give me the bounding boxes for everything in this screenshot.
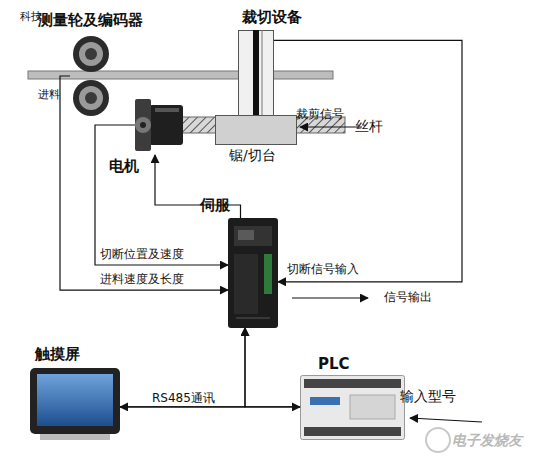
watermark-text: 科技: [20, 10, 42, 23]
signal-connector: [120, 406, 300, 407]
signal-connector: [60, 76, 228, 290]
encoder-wheels: 测量轮及编码器: [70, 35, 112, 117]
signal-name: 输入型号: [400, 388, 456, 405]
saw-table: 锯/切台: [215, 115, 297, 145]
touch-screen: 触摸屏: [30, 368, 120, 440]
signal-output-arrow: [292, 297, 368, 298]
connector-label: 进料速度及长度: [100, 272, 184, 286]
part-label: 进料: [38, 88, 60, 101]
connector-label: RS485通讯: [152, 391, 215, 405]
signal-connector: [155, 155, 241, 218]
watermark-logo: [426, 428, 450, 452]
servo-motor-shape: [135, 95, 185, 155]
plc-unit: PLC: [300, 375, 405, 440]
signal-connector: [120, 328, 245, 407]
node-label: 测量轮及编码器: [38, 11, 143, 29]
servo-motor: 电机: [135, 95, 185, 155]
node-label: 伺服: [200, 196, 230, 214]
servo-drive-shape: [228, 218, 278, 328]
node-label: 触摸屏: [35, 345, 80, 363]
signal-name: 裁剪信号: [296, 107, 344, 121]
encoder-wheels-shape: [70, 35, 112, 117]
node-label: 电机: [109, 157, 139, 175]
signal-connector: [274, 40, 462, 281]
part-label: 丝杆: [355, 118, 383, 135]
cut-signal-arrow: [300, 126, 362, 127]
node-label: 锯/切台: [229, 147, 276, 164]
node-label: PLC: [318, 355, 350, 373]
watermark-text: 电子发烧友: [452, 432, 522, 449]
signal-connector: [245, 328, 300, 407]
model-input-arrow: [410, 418, 482, 422]
servo-drive: 伺服: [228, 218, 278, 328]
plc-unit-shape: [300, 375, 405, 440]
signal-connector: [95, 125, 228, 265]
connector-label: 切断信号输入: [287, 262, 359, 276]
saw-table-shape: [215, 115, 297, 145]
connector-label: 切断位置及速度: [100, 247, 184, 261]
material-strip: [28, 71, 333, 79]
cutting-device-shape: [238, 30, 274, 116]
node-label: 裁切设备: [242, 8, 302, 26]
touch-screen-shape: [30, 368, 120, 440]
cutting-device: 裁切设备: [238, 30, 274, 116]
signal-name: 信号输出: [384, 290, 432, 304]
